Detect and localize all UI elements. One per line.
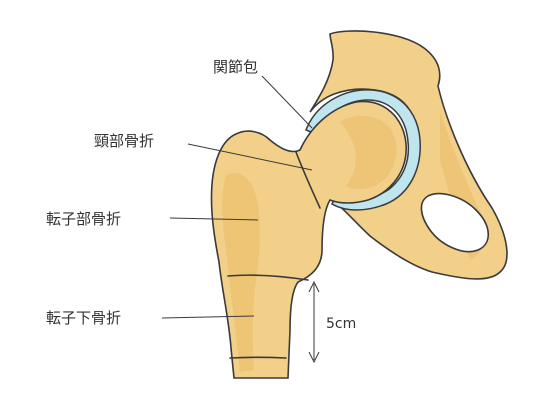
- joint-capsule: [305, 89, 421, 211]
- subtrochanteric-leader: [161, 315, 255, 319]
- femoral-head-shading: [340, 115, 397, 190]
- subtrochanteric-fracture-label: 転子下骨折: [46, 309, 121, 327]
- subtrochanteric-top-line: [227, 274, 309, 281]
- capsule-label: 関節包: [213, 58, 258, 76]
- distance-arrow: [308, 280, 320, 364]
- femur: [210, 100, 407, 379]
- neck-fracture-label: 頸部骨折: [94, 132, 154, 150]
- neck-fracture-line: [295, 151, 321, 209]
- subtrochanteric-bottom-line: [229, 356, 287, 359]
- capsule-leader: [261, 75, 313, 129]
- femur-shape: [210, 100, 407, 379]
- femur-shading: [222, 172, 260, 372]
- obturator-foramen: [420, 192, 490, 253]
- pelvis: [309, 30, 508, 280]
- trochanteric-leader: [169, 217, 259, 221]
- distance-label: 5cm: [326, 316, 356, 332]
- trochanteric-fracture-label: 転子部骨折: [46, 210, 121, 228]
- neck-fracture-leader: [187, 143, 313, 171]
